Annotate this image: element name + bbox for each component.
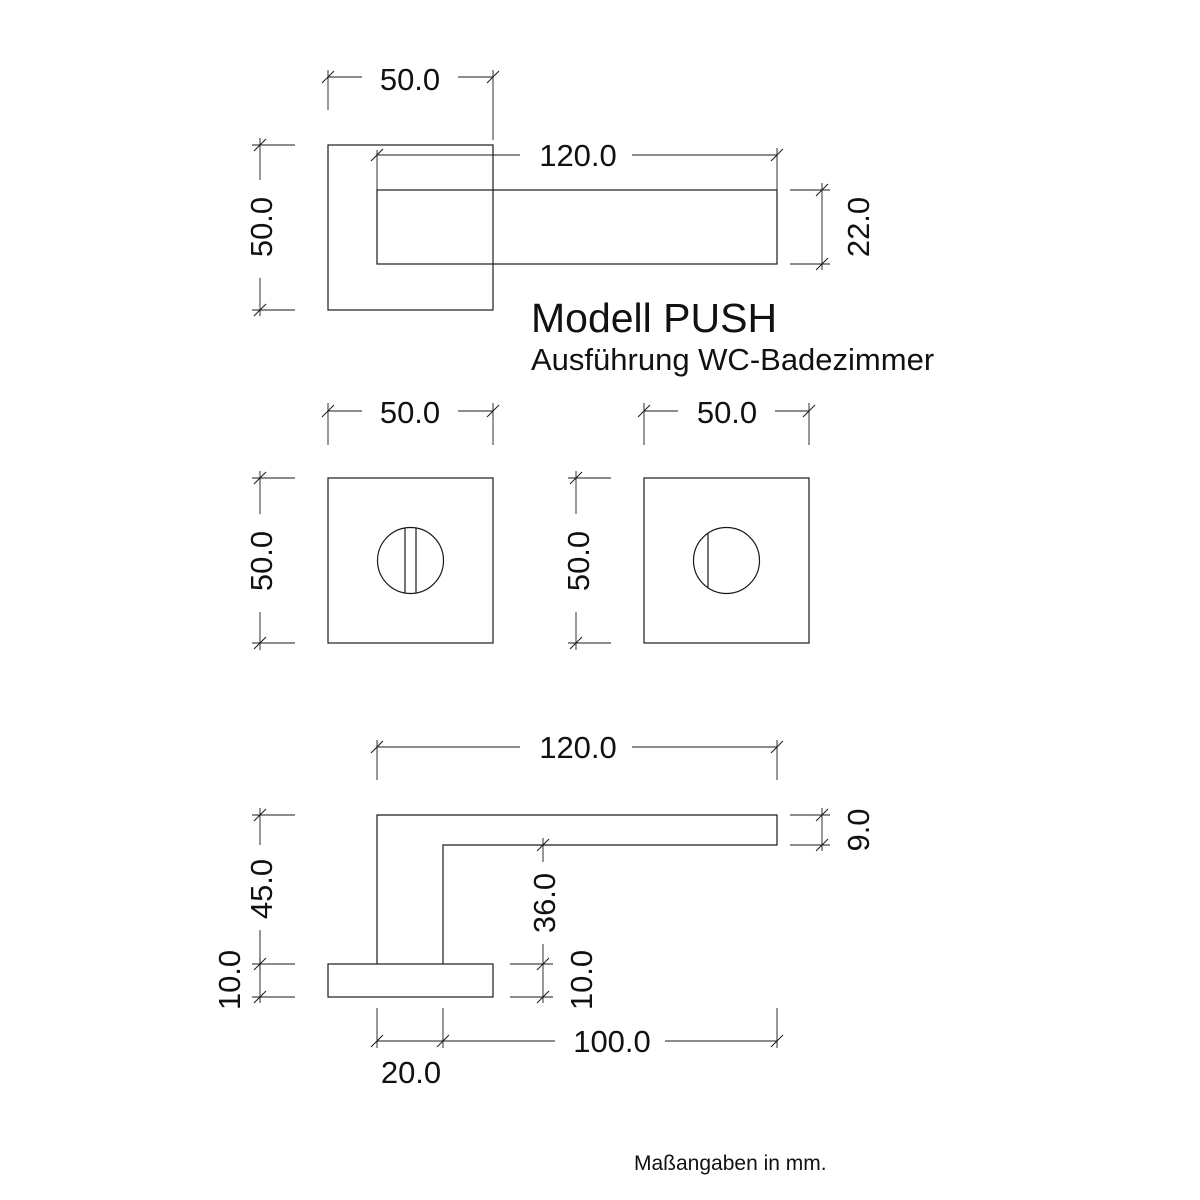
dim-top-rose-width: 50.0 [321, 62, 500, 140]
dim-label: 50.0 [380, 62, 440, 97]
wc-rose-left: 50.0 50.0 [244, 395, 500, 650]
dim-side-total-height: 45.0 [244, 808, 295, 971]
side-rose-outline [327, 963, 494, 998]
model-title: Modell PUSH [531, 295, 777, 341]
dim-label: 22.0 [841, 197, 876, 257]
dim-label: 50.0 [697, 395, 757, 430]
units-note: Maßangaben in mm. [634, 1152, 827, 1175]
dim-label: 20.0 [381, 1055, 441, 1090]
wc-rose-left-outline [327, 477, 494, 644]
dim-side-inner-height: 36.0 [527, 838, 562, 971]
dim-side-neck-and-grip: 20.0 100.0 [370, 1008, 784, 1090]
top-view: 50.0 50.0 120.0 [244, 62, 876, 317]
thumb-turn-icon [376, 526, 445, 595]
side-lever-outline [376, 814, 778, 964]
dim-label: 36.0 [527, 873, 562, 933]
dim-wc-right-width: 50.0 [637, 395, 816, 445]
dim-label: 9.0 [841, 808, 876, 851]
dim-label: 50.0 [244, 531, 279, 591]
dim-side-rose-thickness-left: 10.0 [212, 950, 295, 1010]
dim-side-lever-length: 120.0 [370, 730, 784, 780]
dim-side-rose-thickness-right: 10.0 [510, 950, 599, 1010]
dim-label: 120.0 [539, 730, 617, 765]
top-lever-outline [376, 189, 778, 265]
model-variant: Ausführung WC-Badezimmer [531, 342, 934, 377]
dim-top-rose-height: 50.0 [244, 138, 295, 317]
dim-top-lever-length: 120.0 [370, 138, 784, 190]
dim-label: 45.0 [244, 859, 279, 919]
dim-label: 100.0 [573, 1024, 651, 1059]
dim-label: 50.0 [380, 395, 440, 430]
dim-label: 50.0 [561, 531, 596, 591]
dim-wc-left-height: 50.0 [244, 471, 295, 650]
dim-wc-right-height: 50.0 [561, 471, 611, 650]
dim-wc-left-width: 50.0 [321, 395, 500, 445]
top-rose-outline [327, 144, 494, 311]
side-view: 120.0 9.0 45.0 10.0 [212, 730, 876, 1090]
emergency-release-icon [692, 526, 761, 595]
dim-label: 120.0 [539, 138, 617, 173]
dim-label: 10.0 [564, 950, 599, 1010]
wc-rose-right-outline [643, 477, 810, 644]
dim-top-lever-height: 22.0 [790, 183, 876, 271]
dim-label: 10.0 [212, 950, 247, 1010]
dim-side-lever-thickness: 9.0 [790, 808, 876, 852]
wc-rose-right: 50.0 50.0 [561, 395, 816, 650]
dim-label: 50.0 [244, 197, 279, 257]
